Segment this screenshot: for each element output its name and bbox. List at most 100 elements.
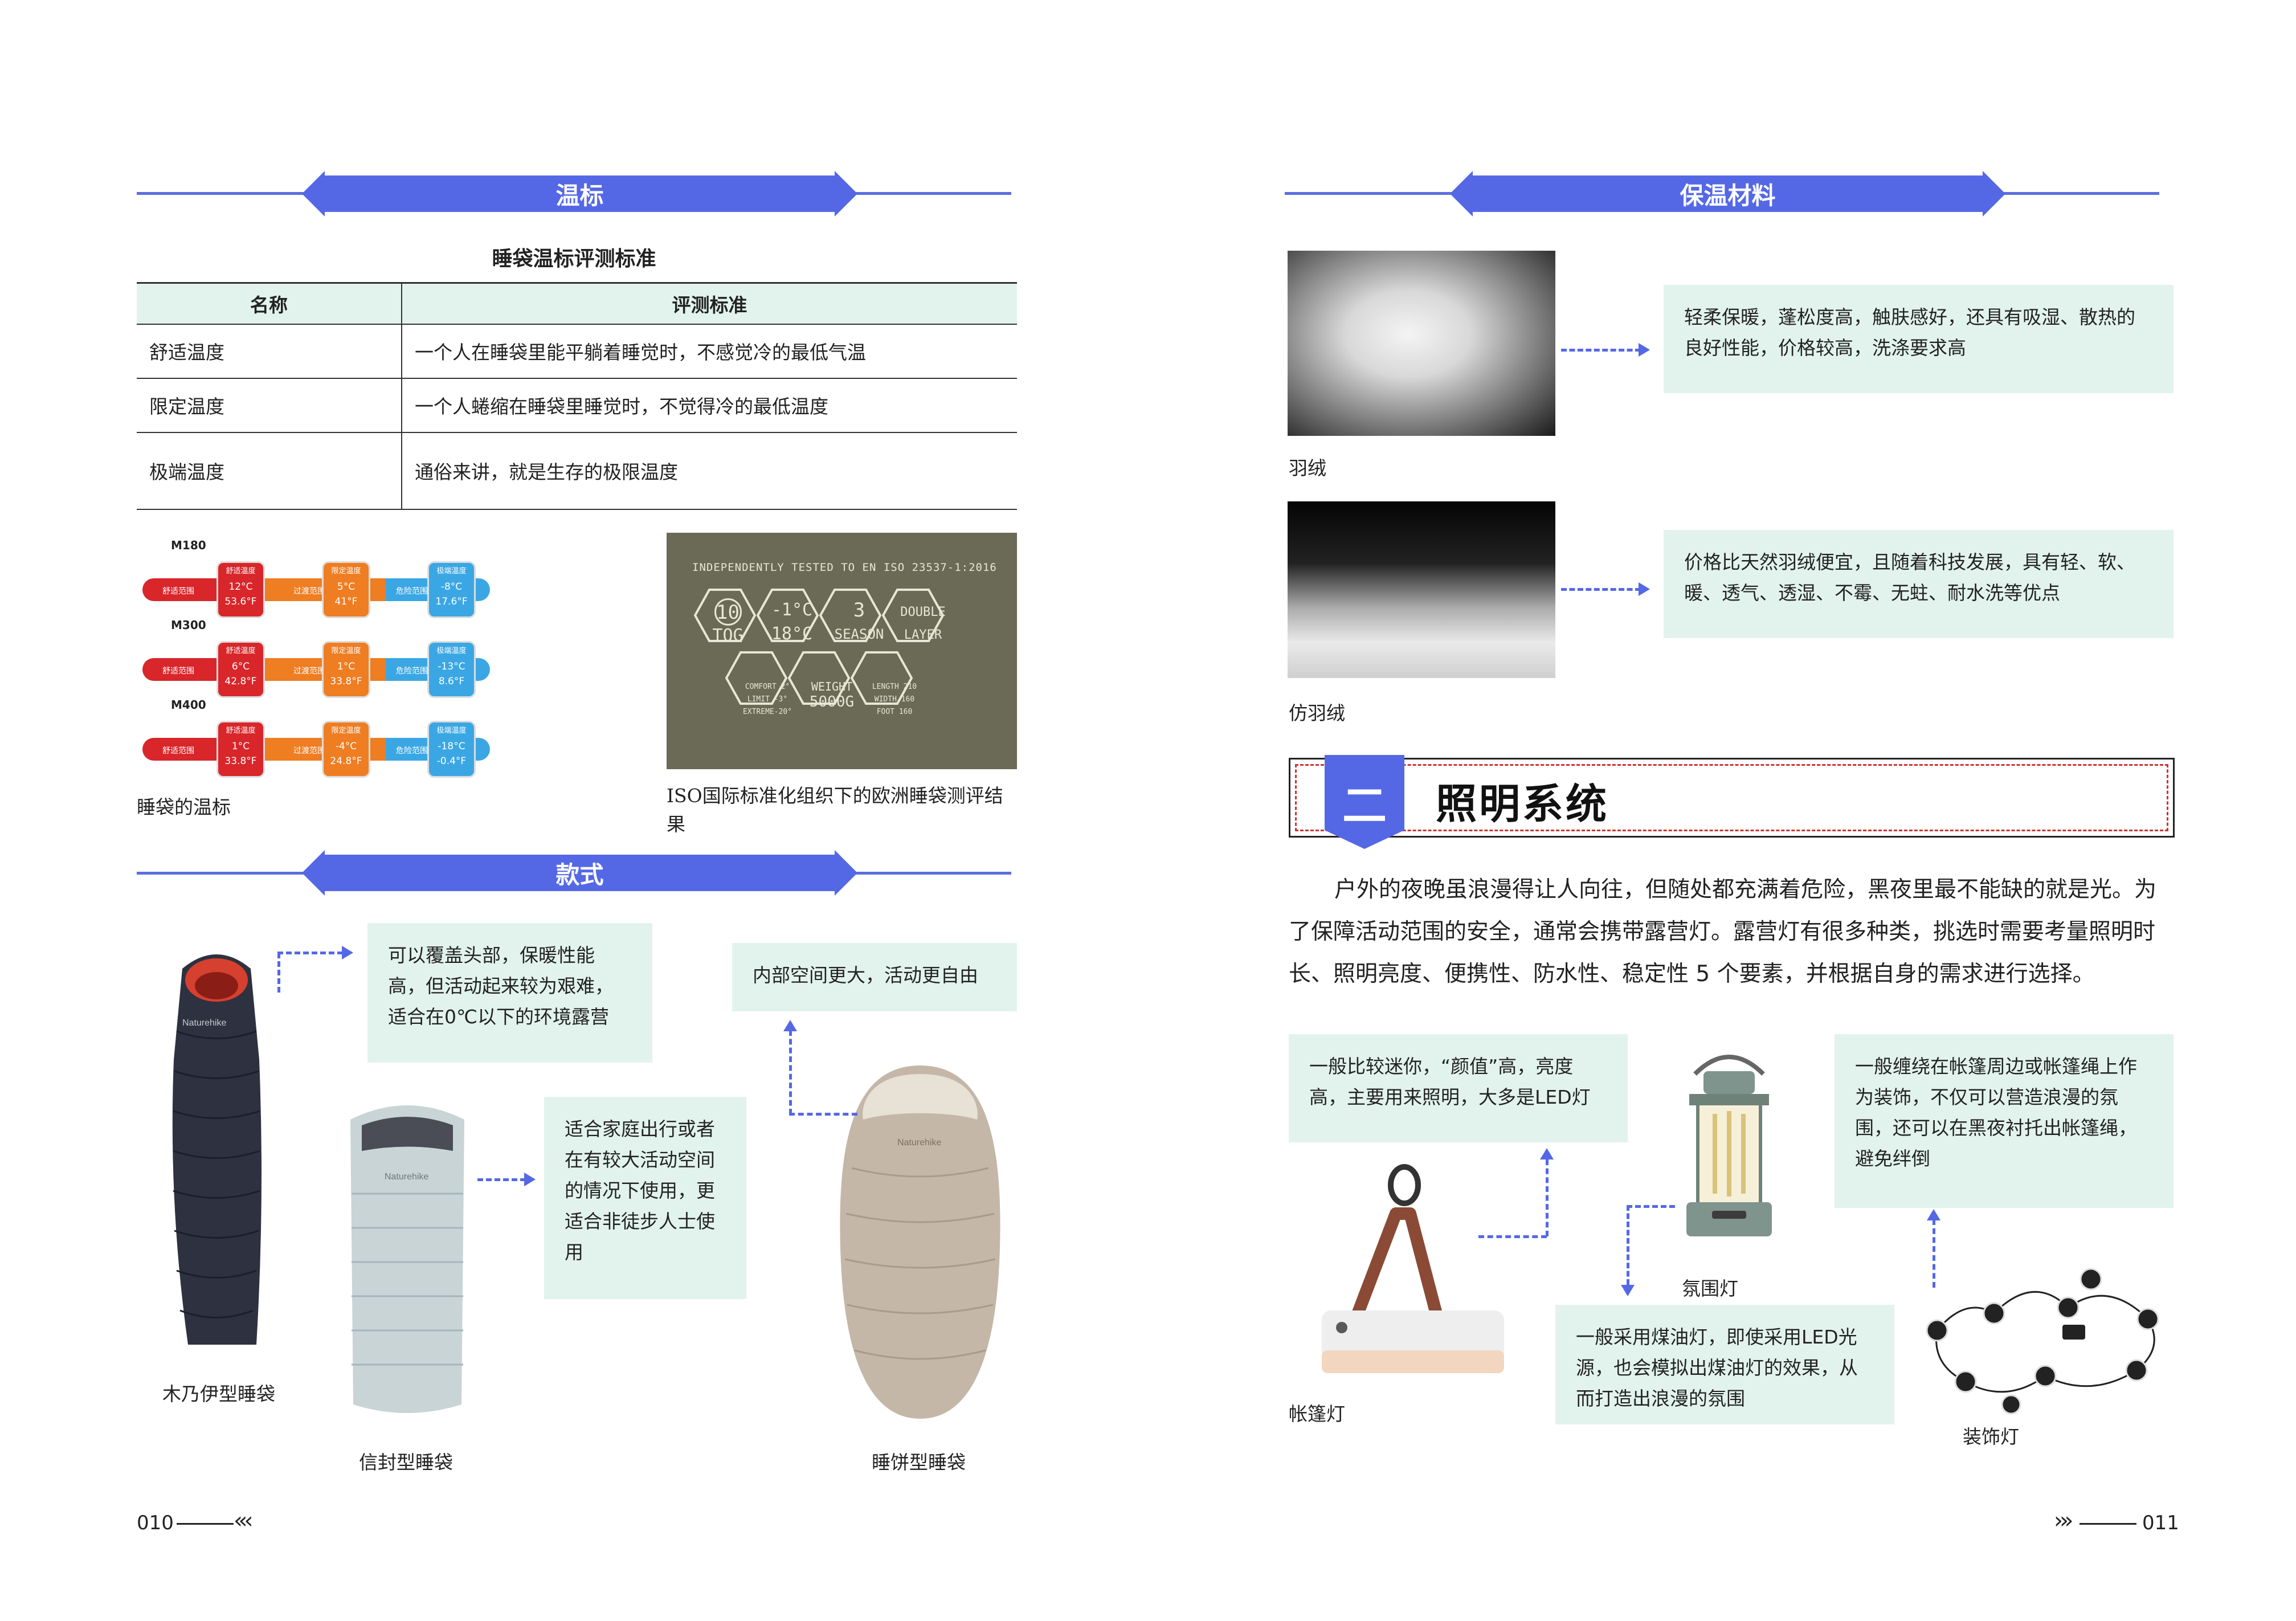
pancake-brand: Naturehike [897, 1138, 941, 1148]
deco-light-note: 一般缠绕在帐篷周边或帐篷绳上作为装饰，不仅可以营造浪漫的氛围，还可以在黑夜衬托出… [1835, 1034, 2174, 1208]
chip-label: 限定温度 [331, 647, 361, 655]
chip-value: 5°C [337, 581, 356, 593]
chip-label: 舒适温度 [226, 726, 256, 735]
scale-label: 舒适范围 [162, 587, 194, 596]
down-caption: 羽绒 [1289, 457, 1326, 479]
limit-chip: 限定温度 5°C 41°F [322, 561, 370, 618]
connector [789, 1030, 792, 1114]
iso-width: WIDTH 160 [874, 695, 915, 704]
pancake-note: 内部空间更大，活动更自由 [732, 943, 1017, 1011]
arrow-up-icon [783, 1020, 797, 1031]
envelope-brand: Naturehike [385, 1172, 428, 1182]
weight-value: 5000G [809, 693, 855, 711]
section-title: 保温材料 [1680, 181, 1776, 210]
chapter-banner [1289, 758, 2175, 838]
table-title: 睡袋温标评测标准 [492, 247, 656, 271]
chapter-title: 照明系统 [1436, 780, 1609, 828]
scale-label: 过渡范围 [293, 587, 325, 596]
chip-value: -13°C [438, 661, 465, 672]
scale-label: 过渡范围 [293, 746, 325, 756]
hex [787, 651, 851, 705]
section-title: 款式 [555, 860, 604, 889]
tog-number: 10 [714, 598, 742, 626]
envelope-bag-image: Naturehike [350, 1105, 464, 1413]
limit-chip: 限定温度 1°C 33.8°F [322, 641, 370, 698]
synthetic-down-photo [1288, 501, 1555, 678]
extreme-chip: 极端温度 -18°C -0.4°F [427, 721, 476, 778]
table-row: 极端温度 通俗来讲，就是生存的极限温度 [137, 432, 1017, 510]
iso-temp1: -1°C [771, 600, 813, 620]
envelope-note: 适合家庭出行或者在有较大活动空间的情况下使用，更适合非徒步人士使用 [544, 1097, 746, 1299]
chevrons-left-icon: «‹ [234, 1508, 254, 1534]
hex [850, 651, 913, 705]
chip-value: -8°C [440, 581, 463, 593]
scale-label: 危险范围 [396, 587, 428, 596]
table-cell: 限定温度 [137, 378, 402, 433]
iso-limit: LIMIT -3° [747, 695, 788, 704]
scale-row-name: M300 [171, 618, 206, 632]
connector [1546, 1159, 1549, 1236]
ambient-light-note: 一般采用煤油灯，即使采用LED光源，也会模拟出煤油灯的效果，从而打造出浪漫的氛围 [1555, 1305, 1894, 1424]
down-note: 轻柔保暖，蓬松度高，触肤感好，还具有吸湿、散热的良好性能，价格较高，洗涤要求高 [1664, 285, 2174, 393]
chip-label: 极端温度 [436, 647, 467, 655]
hex [881, 589, 945, 642]
arrow-right-icon [1639, 343, 1650, 357]
section-header-style: 款式 [302, 850, 857, 896]
mummy-brand: Naturehike [182, 1018, 226, 1028]
table-cell: 舒适温度 [137, 324, 402, 379]
chip-value: 1°C [337, 661, 356, 672]
chip-value: 1°C [231, 741, 250, 752]
connector [1627, 1205, 1675, 1208]
table-header: 评测标准 [402, 282, 1017, 325]
connector [277, 952, 343, 954]
season-text: SEASON [834, 626, 884, 642]
comfort-chip: 舒适温度 6°C 42.8°F [216, 641, 265, 698]
hex [725, 651, 788, 705]
chip-value: 53.6°F [224, 596, 257, 607]
deco-light-image [1926, 1268, 2159, 1415]
arrow-down-icon [1621, 1285, 1635, 1296]
comfort-chip: 舒适温度 12°C 53.6°F [216, 561, 265, 618]
deco-light-caption: 装饰灯 [1963, 1426, 2019, 1448]
hex [693, 589, 757, 642]
connector [789, 1113, 857, 1116]
arrow-right-icon [1639, 582, 1650, 596]
tent-light-image [1322, 1164, 1504, 1373]
extreme-chip: 极端温度 -13°C 8.6°F [427, 641, 476, 698]
mummy-bag-image: Naturehike [172, 954, 262, 1345]
arrow-right-icon [342, 946, 353, 959]
layer-text: LAYER [904, 628, 942, 642]
temp-scale-graphic: M180 舒适范围 过渡范围 危险范围 舒适温度 12°C 53.6°F 限定温… [137, 538, 501, 778]
arrow-up-icon [1540, 1148, 1554, 1159]
chip-value: -0.4°F [436, 756, 467, 767]
hex [819, 589, 882, 642]
scale-row-name: M400 [171, 698, 206, 712]
iso-caption: ISO国际标准化组织下的欧洲睡袋测评结果 [667, 785, 1003, 835]
iso-temp2: 18°C [771, 624, 813, 644]
scale-label: 舒适范围 [162, 667, 194, 676]
iso-label-photo: INDEPENDENTLY TESTED TO EN ISO 23537-1:2… [667, 533, 1017, 769]
chip-label: 舒适温度 [226, 567, 256, 575]
chip-value: 17.6°F [435, 596, 468, 607]
table-cell: 极端温度 [137, 432, 402, 510]
pancake-caption: 睡饼型睡袋 [872, 1451, 966, 1473]
double-text: DOUBLE [900, 605, 946, 619]
limit-chip: 限定温度 -4°C 24.8°F [322, 721, 370, 778]
section-header-insulation: 保温材料 [1450, 171, 2005, 217]
scale-label: 危险范围 [396, 746, 428, 756]
scale-label: 舒适范围 [162, 746, 194, 756]
page-number: 010 [137, 1512, 174, 1534]
chip-value: 33.8°F [224, 756, 257, 767]
ambient-light-image [1686, 1055, 1772, 1236]
tent-light-caption: 帐篷灯 [1289, 1403, 1345, 1425]
connector [1627, 1205, 1629, 1285]
banner-inner-border [1295, 764, 2168, 831]
chip-label: 极端温度 [436, 726, 467, 735]
chip-label: 限定温度 [331, 567, 361, 575]
chip-value: -18°C [438, 741, 465, 752]
page-line [177, 1523, 234, 1525]
down-photo [1288, 251, 1555, 436]
table-cell: 通俗来讲，就是生存的极限温度 [402, 432, 1017, 510]
connector [477, 1178, 526, 1181]
mummy-note: 可以覆盖头部，保暖性能高，但活动起来较为艰难，适合在0℃以下的环境露营 [367, 923, 652, 1063]
